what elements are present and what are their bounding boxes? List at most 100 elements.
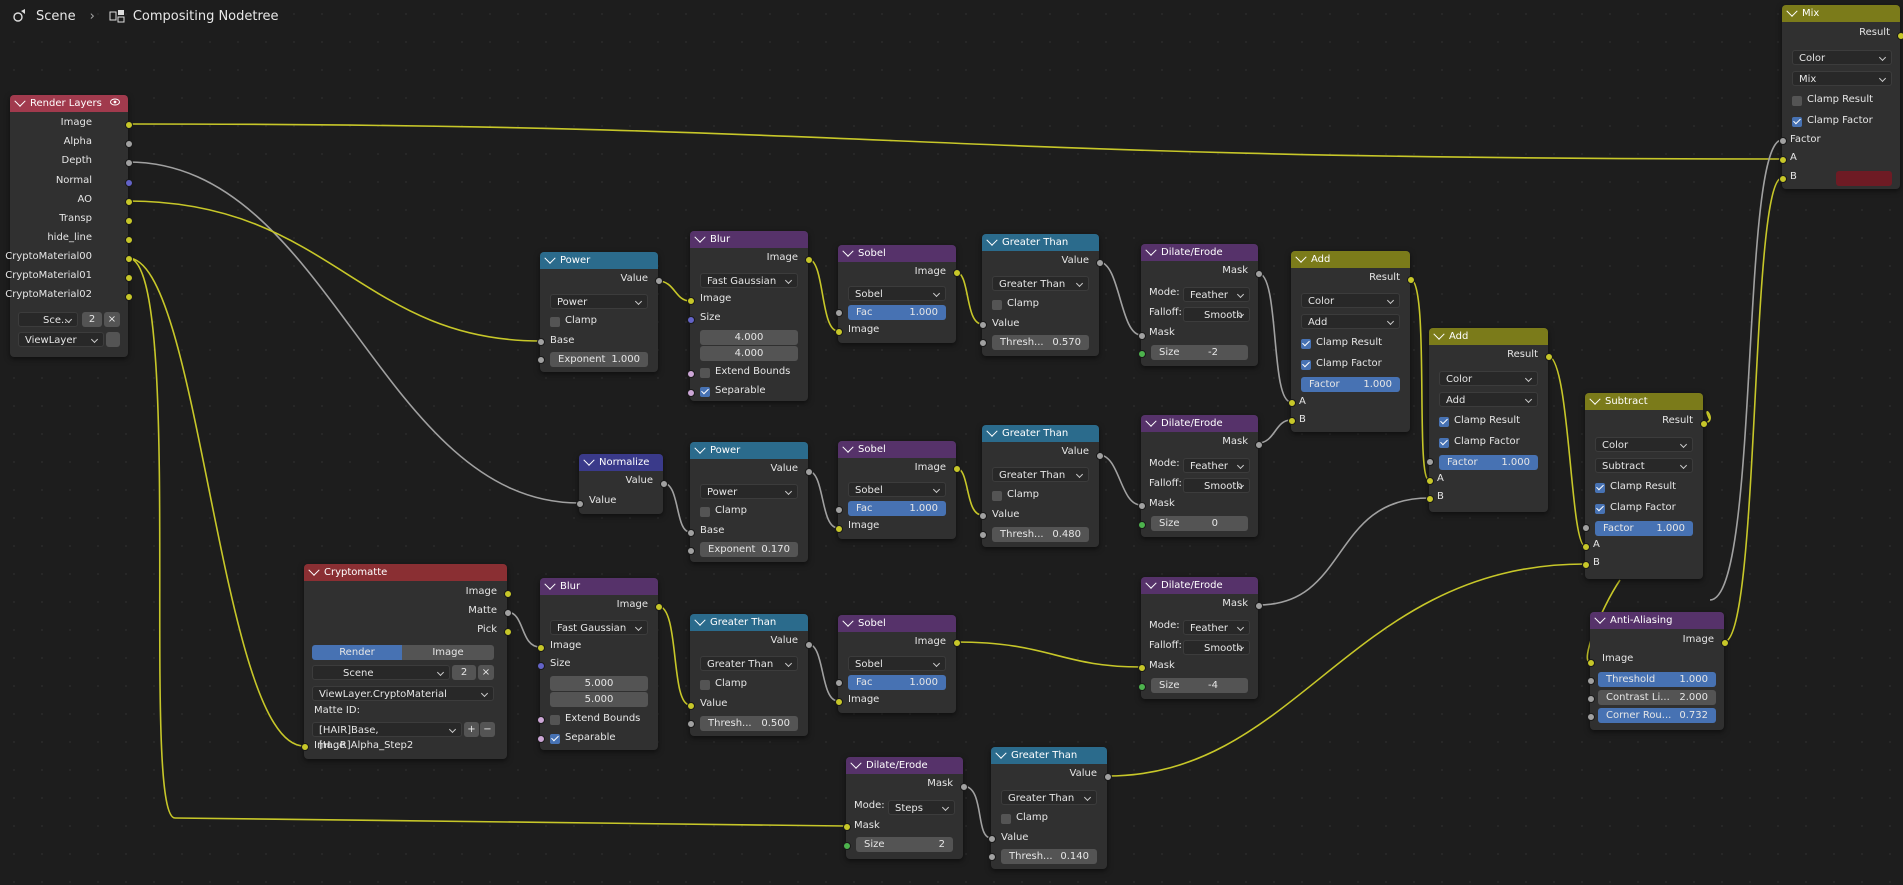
socket-rl-image[interactable] <box>125 121 133 129</box>
socket-power1-out[interactable] <box>655 277 663 285</box>
collapse-icon[interactable] <box>1433 328 1445 340</box>
greater-than-header[interactable]: Greater Than <box>982 425 1099 442</box>
socket-dil1-size[interactable] <box>1138 350 1146 358</box>
socket-sobel1-out[interactable] <box>953 269 961 277</box>
socket-subtract-out[interactable] <box>1700 420 1708 428</box>
socket-normalize-in[interactable] <box>576 500 584 508</box>
collapse-icon[interactable] <box>308 564 320 576</box>
collapse-icon[interactable] <box>850 757 862 769</box>
threshold-field[interactable]: Thresh...0.500 <box>700 716 798 731</box>
socket-crypto-pick[interactable] <box>504 628 512 636</box>
socket-blur1-out[interactable] <box>805 256 813 264</box>
size-x-field[interactable]: 5.000 <box>550 676 648 691</box>
crypto-unlink-button[interactable]: × <box>478 665 494 680</box>
collapse-icon[interactable] <box>986 234 998 246</box>
collapse-icon[interactable] <box>1145 577 1157 589</box>
clamp-checkbox[interactable] <box>700 507 710 517</box>
collapse-icon[interactable] <box>1295 251 1307 263</box>
socket-gt2-out[interactable] <box>1096 452 1104 460</box>
add-header[interactable]: Add <box>1291 251 1410 268</box>
socket-sobel3-fac[interactable] <box>835 679 843 687</box>
blur-node-2[interactable]: Blur Image Fast Gaussian Image Size 5.00… <box>540 578 658 750</box>
power-header[interactable]: Power <box>690 442 808 459</box>
blend-mode-dropdown[interactable]: Add <box>1301 314 1400 329</box>
socket-dil1-mask[interactable] <box>1138 332 1146 340</box>
socket-aa-contrast[interactable] <box>1587 695 1595 703</box>
mode-dropdown[interactable]: Feather <box>1183 458 1250 473</box>
power-header[interactable]: Power <box>540 252 658 269</box>
collapse-icon[interactable] <box>694 442 706 454</box>
socket-subtract-b[interactable] <box>1582 561 1590 569</box>
socket-blur1-image[interactable] <box>687 297 695 305</box>
socket-blur2-separable[interactable] <box>537 735 545 743</box>
add-node-2[interactable]: Add Result Color Add Clamp Result Clamp … <box>1429 328 1548 512</box>
add-matte-button[interactable]: + <box>464 722 479 737</box>
size-field[interactable]: Size-4 <box>1151 678 1248 693</box>
separable-checkbox[interactable] <box>700 387 710 397</box>
blend-mode-dropdown[interactable]: Mix <box>1792 71 1892 86</box>
dilate-erode-node-2[interactable]: Dilate/Erode Mask Mode: Feather Falloff:… <box>1141 415 1258 537</box>
socket-blur1-separable[interactable] <box>687 389 695 397</box>
socket-aa-threshold[interactable] <box>1587 677 1595 685</box>
crypto-layer-dropdown[interactable]: ViewLayer.CryptoMaterial <box>312 686 494 701</box>
mode-dropdown[interactable]: Feather <box>1183 287 1250 302</box>
socket-gt4-thresh[interactable] <box>988 853 996 861</box>
socket-crypto-image[interactable] <box>504 590 512 598</box>
socket-gt2-thresh[interactable] <box>979 531 987 539</box>
render-layers-header[interactable]: Render Layers <box>10 95 128 112</box>
socket-rl-ao[interactable] <box>125 198 133 206</box>
matte-id-field[interactable]: [HAIR]Base,[H...R]Alpha_Step2 <box>312 722 462 751</box>
socket-power2-base[interactable] <box>687 529 695 537</box>
socket-normalize-out[interactable] <box>660 480 668 488</box>
clamp-factor-checkbox[interactable] <box>1301 360 1311 370</box>
collapse-icon[interactable] <box>986 425 998 437</box>
socket-add2-factor[interactable] <box>1426 458 1434 466</box>
clamp-result-checkbox[interactable] <box>1301 339 1311 349</box>
socket-crypto-matte[interactable] <box>504 609 512 617</box>
socket-sobel3-out[interactable] <box>953 639 961 647</box>
mix-header[interactable]: Mix <box>1782 5 1900 22</box>
collapse-icon[interactable] <box>583 454 595 466</box>
socket-dil4-size[interactable] <box>843 842 851 850</box>
threshold-field[interactable]: Thresh...0.570 <box>992 335 1089 350</box>
greater-than-node-4[interactable]: Greater Than Value Greater Than Clamp Va… <box>991 747 1107 869</box>
socket-mix-a[interactable] <box>1779 156 1787 164</box>
size-field[interactable]: Size-2 <box>1151 345 1248 360</box>
socket-gt3-thresh[interactable] <box>687 720 695 728</box>
collapse-icon[interactable] <box>544 578 556 590</box>
clamp-factor-checkbox[interactable] <box>1439 438 1449 448</box>
socket-gt4-value[interactable] <box>988 835 996 843</box>
mix-node[interactable]: Mix Result Color Mix Clamp Result Clamp … <box>1782 5 1900 189</box>
render-layer-button[interactable] <box>106 332 120 347</box>
collapse-icon[interactable] <box>842 441 854 453</box>
dilate-erode-header[interactable]: Dilate/Erode <box>1141 577 1258 594</box>
socket-aa-out[interactable] <box>1721 639 1729 647</box>
math-operation-dropdown[interactable]: Greater Than <box>992 467 1089 482</box>
socket-add2-out[interactable] <box>1545 353 1553 361</box>
data-type-dropdown[interactable]: Color <box>1792 50 1892 65</box>
view-layer-selector[interactable]: ViewLayer <box>18 332 104 347</box>
render-layers-node[interactable]: Render Layers Image Alpha Depth Normal A… <box>5 95 128 357</box>
falloff-dropdown[interactable]: Smooth <box>1183 478 1250 493</box>
socket-dil3-size[interactable] <box>1138 683 1146 691</box>
collapse-icon[interactable] <box>995 747 1007 759</box>
blur-type-dropdown[interactable]: Fast Gaussian <box>550 620 648 635</box>
socket-dil1-out[interactable] <box>1255 270 1263 278</box>
socket-power2-out[interactable] <box>805 468 813 476</box>
dilate-erode-header[interactable]: Dilate/Erode <box>1141 415 1258 432</box>
anti-aliasing-header[interactable]: Anti-Aliasing <box>1590 612 1724 629</box>
remove-matte-button[interactable]: − <box>480 722 495 737</box>
eye-icon[interactable] <box>110 98 120 106</box>
greater-than-node-1[interactable]: Greater Than Value Greater Than Clamp Va… <box>982 234 1099 356</box>
normalize-header[interactable]: Normalize <box>579 454 663 471</box>
clamp-checkbox[interactable] <box>992 300 1002 310</box>
subtract-header[interactable]: Subtract <box>1585 393 1703 410</box>
